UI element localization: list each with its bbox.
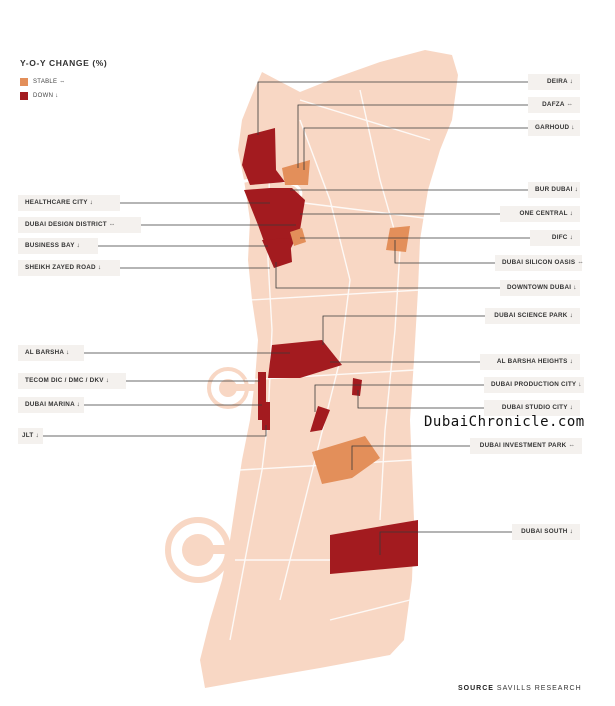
label-deira: DEIRA ↓ bbox=[528, 74, 580, 90]
label-sheikh-zayed-road: SHEIKH ZAYED ROAD ↓ bbox=[18, 260, 120, 276]
district-dafza bbox=[282, 160, 310, 185]
district-studio-city bbox=[352, 378, 362, 396]
palm-jebel-ali bbox=[165, 517, 238, 583]
label-al-barsha-heights: AL BARSHA HEIGHTS ↓ bbox=[480, 354, 580, 370]
legend-stable: STABLE ⇔ bbox=[20, 78, 66, 86]
label-dubai-south: DUBAI SOUTH ↓ bbox=[512, 524, 580, 540]
label-difc: DIFC ↓ bbox=[530, 230, 580, 246]
district-dubai-south bbox=[330, 520, 418, 574]
district-business-bay bbox=[262, 238, 292, 268]
label-downtown-dubai: DOWNTOWN DUBAI ↓ bbox=[500, 280, 580, 296]
district-design-district bbox=[290, 228, 306, 246]
label-tecom: TECOM DIC / DMC / DKV ↓ bbox=[18, 373, 126, 389]
legend-down: DOWN ↓ bbox=[20, 92, 58, 100]
label-healthcare-city: HEALTHCARE CITY ↓ bbox=[18, 195, 120, 211]
leader-lines bbox=[43, 81, 530, 555]
district-production-city bbox=[310, 406, 330, 432]
label-garhoud: GARHOUD ↓ bbox=[528, 120, 580, 136]
legend-down-swatch bbox=[20, 92, 28, 100]
source-prefix: SOURCE bbox=[458, 685, 494, 692]
label-dubai-silicon-oasis: DUBAI SILICON OASIS ⇔ bbox=[495, 255, 584, 271]
legend-stable-swatch bbox=[20, 78, 28, 86]
label-al-barsha: AL BARSHA ↓ bbox=[18, 345, 84, 361]
label-dubai-marina: DUBAI MARINA ↓ bbox=[18, 397, 84, 413]
watermark: DubaiChronicle.com bbox=[424, 414, 585, 430]
label-one-central: ONE CENTRAL ↓ bbox=[500, 206, 580, 222]
label-bur-dubai: BUR DUBAI ↓ bbox=[528, 182, 580, 198]
palm-jumeirah bbox=[207, 367, 258, 409]
legend-stable-label: STABLE ⇔ bbox=[33, 79, 66, 85]
district-deira bbox=[242, 128, 285, 185]
label-jlt: JLT ↓ bbox=[18, 428, 43, 444]
label-dubai-studio-city: DUBAI STUDIO CITY ↓ bbox=[484, 400, 580, 416]
district-silicon-oasis bbox=[386, 226, 410, 252]
source-text: SAVILLS RESEARCH bbox=[496, 685, 582, 692]
district-al-barsha bbox=[268, 340, 342, 378]
label-dubai-investment-park: DUBAI INVESTMENT PARK ⇔ bbox=[470, 438, 582, 454]
legend-down-label: DOWN ↓ bbox=[33, 93, 59, 99]
source-note: SOURCE SAVILLS RESEARCH bbox=[458, 685, 582, 692]
label-dafza: DAFZA ⇔ bbox=[528, 97, 580, 113]
label-dubai-design-district: DUBAI DESIGN DISTRICT ⇔ bbox=[18, 217, 141, 233]
label-dubai-production-city: DUBAI PRODUCTION CITY ↓ bbox=[484, 377, 584, 393]
district-investment-park bbox=[312, 436, 380, 484]
district-jlt bbox=[262, 402, 270, 430]
label-business-bay: BUSINESS BAY ↓ bbox=[18, 238, 98, 254]
districts-down bbox=[242, 128, 418, 574]
districts-stable bbox=[282, 160, 410, 484]
label-dubai-science-park: DUBAI SCIENCE PARK ↓ bbox=[485, 308, 580, 324]
legend-title: Y-O-Y CHANGE (%) bbox=[20, 58, 108, 68]
